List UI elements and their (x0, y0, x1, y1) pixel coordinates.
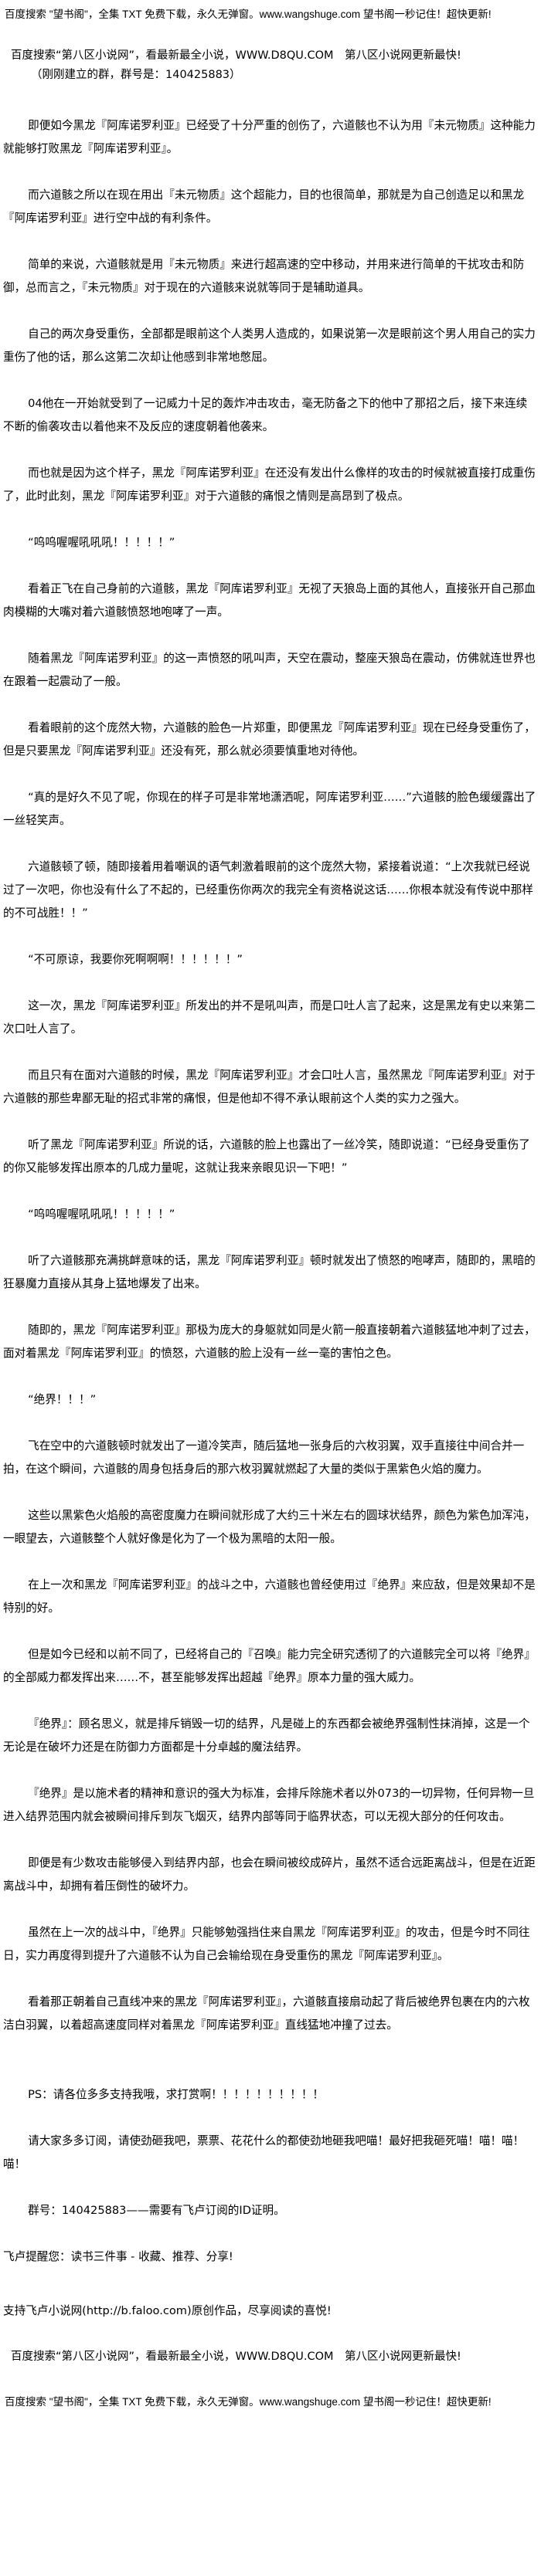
chapter-paragraph: 看着那正朝着自己直线冲来的黑龙『阿库诺罗利亚』，六道骸直接扇动起了背后被绝界包裹… (3, 1995, 530, 2032)
chapter-paragraph: “呜呜喔喔吼吼吼！！！！！” (28, 1208, 175, 1221)
chapter-paragraph: 看着眼前的这个庞然大物，六道骸的脸色一片郑重，即便黑龙『阿库诺罗利亚』现在已经身… (3, 721, 536, 758)
chapter-paragraph: 即便是有少数攻击能够侵入到结界内部，也会在瞬间被绞成碎片，虽然不适合远距离战斗，… (3, 1856, 536, 1893)
chapter-paragraph: “不可原谅，我要你死啊啊啊！！！！！！” (28, 953, 243, 966)
chapter-paragraph: 听了黑龙『阿库诺罗利亚』所说的话，六道骸的脸上也露出了一丝冷笑，随即说道：“已经… (3, 1138, 530, 1174)
chapter-page: 百度搜索 "望书阁"，全集 TXT 免费下载，永久无弹窗。www.wangshu… (0, 5, 541, 2412)
chapter-paragraph: 虽然在上一次的战斗中，『绝界』只能够勉强挡住来自黑龙『阿库诺罗利亚』的攻击，但是… (3, 1926, 530, 1962)
chapter-paragraph: 六道骸顿了顿，随即接着用着嘲讽的语气刺激着眼前的这个庞然大物，紧接着说道：“上次… (3, 860, 533, 920)
chapter-paragraph: “绝界！！！” (28, 1393, 97, 1406)
chapter-paragraph: 即便如今黑龙『阿库诺罗利亚』已经受了十分严重的创伤了，六道骸也不认为用『未元物质… (3, 119, 536, 155)
group-number-note: （刚刚建立的群，群号是：140425883） (31, 69, 241, 81)
faloo-support-link: 支持飞卢小说网(http://b.faloo.com)原创作品，尽享阅读的喜悦! (3, 2304, 332, 2317)
chapter-paragraph: 但是如今已经和以前不同了，已经将自己的『召唤』能力完全研究透彻了的六道骸完全可以… (3, 1648, 536, 1684)
chapter-paragraph: 『绝界』是以施术者的精神和意识的强大为标准，会排斥除施术者以外073的一切异物，… (3, 1787, 535, 1823)
d8qu-ad-banner: 百度搜索“第八区小说网”，看最新最全小说，WWW.D8QU.COM 第八区小说网… (11, 49, 461, 62)
chapter-paragraph: 听了六道骸那充满挑衅意味的话，黑龙『阿库诺罗利亚』顿时就发出了愤怒的咆哮声，随即… (3, 1254, 536, 1290)
chapter-paragraph: 看着正飞在自己身前的六道骸，黑龙『阿库诺罗利亚』无视了天狼岛上面的其他人，直接张… (3, 582, 536, 619)
chapter-paragraph: “真的是好久不见了呢，你现在的样子可是非常地潇洒呢，阿库诺罗利亚……”六道骸的脸… (3, 791, 536, 827)
chapter-paragraph: 飞在空中的六道骸顿时就发出了一道冷笑声，随后猛地一张身后的六枚羽翼，双手直接往中… (3, 1439, 525, 1476)
chapter-paragraph: 简单的来说，六道骸就是用『未元物质』来进行超高速的空中移动，并用来进行简单的干扰… (3, 258, 525, 294)
author-note: PS：请各位多多支持我哦，求打赏啊！！！！！！！！！！ (28, 2088, 325, 2101)
chapter-paragraph: 而也就是因为这个样子，黑龙『阿库诺罗利亚』在还没有发出什么像样的攻击的时候就被直… (3, 466, 536, 503)
wangshuge-ad-footer: 百度搜索 "望书阁"，全集 TXT 免费下载，永久无弹窗。www.wangshu… (5, 2396, 492, 2408)
chapter-paragraph: 随着黑龙『阿库诺罗利亚』的这一声愤怒的吼叫声，天空在震动，整座天狼岛在震动，仿佛… (3, 652, 536, 688)
chapter-paragraph: 随即的，黑龙『阿库诺罗利亚』那极为庞大的身躯就如同是火箭一般直接朝着六道骸猛地冲… (3, 1324, 536, 1360)
wangshuge-ad-banner: 百度搜索 "望书阁"，全集 TXT 免费下载，永久无弹窗。www.wangshu… (5, 8, 492, 20)
chapter-body: 即便如今黑龙『阿库诺罗利亚』已经受了十分严重的创伤了，六道骸也不认为用『未元物质… (3, 114, 538, 2037)
chapter-paragraph: 在上一次和黑龙『阿库诺罗利亚』的战斗之中，六道骸也曾经使用过『绝界』来应敌，但是… (3, 1578, 536, 1615)
d8qu-ad-footer: 百度搜索“第八区小说网”，看最新最全小说，WWW.D8QU.COM 第八区小说网… (11, 2351, 461, 2363)
author-note: 请大家多多订阅，请使劲砸我吧，票票、花花什么的都使劲地砸我吧喵！最好把我砸死喵！… (3, 2134, 525, 2171)
chapter-paragraph: 这些以黑紫色火焰般的高密度魔力在瞬间就形成了大约三十米左右的圆球状结界，颜色为紫… (3, 1509, 536, 1545)
chapter-paragraph: 04他在一开始就受到了一记威力十足的轰炸冲击攻击，毫无防备之下的他中了那招之后，… (3, 397, 528, 433)
author-notes: PS：请各位多多支持我哦，求打赏啊！！！！！！！！！！ 请大家多多订阅，请使劲砸我… (3, 2083, 538, 2222)
chapter-paragraph: 这一次，黑龙『阿库诺罗利亚』所发出的并不是吼叫声，而是口吐人言了起来，这是黑龙有… (3, 999, 536, 1035)
chapter-paragraph: 自己的两次身受重伤，全部都是眼前这个人类男人造成的，如果说第一次是眼前这个男人用… (3, 327, 536, 364)
author-note: 群号：140425883——需要有飞卢订阅的ID证明。 (28, 2204, 285, 2217)
chapter-paragraph: 『绝界』：顾名思义，就是排斥销毁一切的结界，凡是碰上的东西都会被绝界强制性抹消掉… (3, 1717, 530, 1754)
chapter-paragraph: “呜呜喔喔吼吼吼！！！！！” (28, 536, 175, 549)
faloo-reminder: 飞卢提醒您：读书三件事 - 收藏、推荐、分享! (3, 2250, 233, 2263)
chapter-paragraph: 而六道骸之所以在现在用出『未元物质』这个超能力，目的也很简单，那就是为自己创造足… (3, 188, 525, 225)
chapter-paragraph: 而且只有在面对六道骸的时候，黑龙『阿库诺罗利亚』才会口吐人言，虽然黑龙『阿库诺罗… (3, 1069, 536, 1105)
